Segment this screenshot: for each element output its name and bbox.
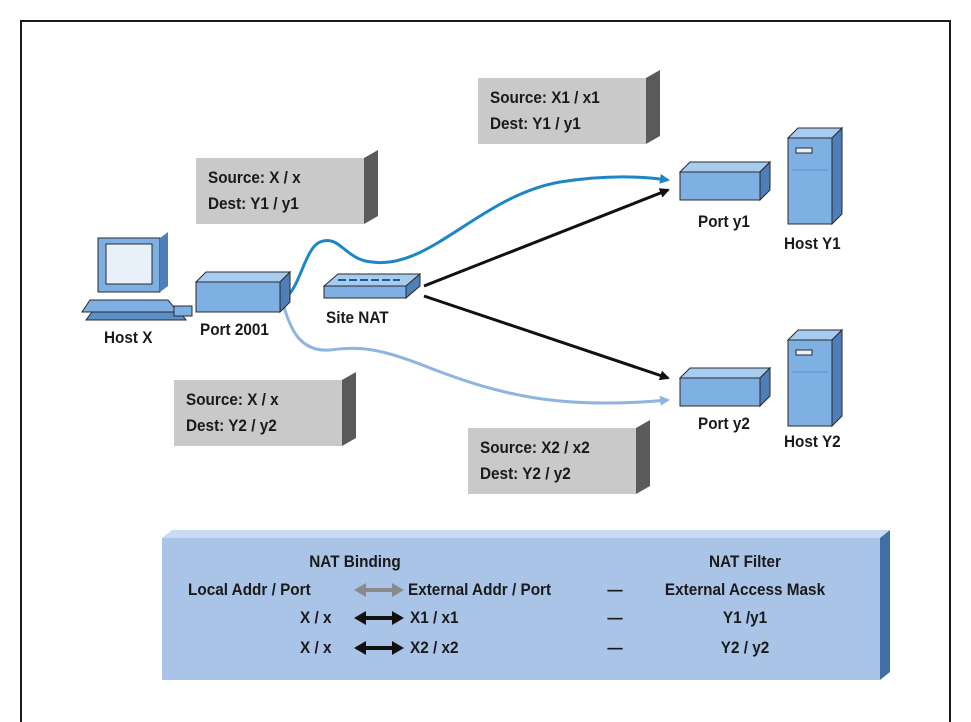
nat-filter-title: NAT Filter [709,552,781,571]
box-top-right-dest: Dest: Y1 / y1 [490,114,581,133]
row1-dash: — [607,608,623,627]
row2-local: X / x [300,638,332,657]
row1-mask: Y1 /y1 [722,608,768,627]
box-bottom-right-shape [468,420,650,494]
box-bottom-right-dest: Dest: Y2 / y2 [480,464,571,483]
box-top-left-source: Source: X / x [208,168,301,187]
header-dash: — [607,580,623,599]
box-bottom-left-dest: Dest: Y2 / y2 [186,416,277,435]
host-y1-server-icon [786,126,844,226]
row2-dash: — [607,638,623,657]
host-y2-server-icon [786,328,844,428]
nat-binding-title: NAT Binding [309,552,401,571]
link-lightblue-to-y2 [280,299,670,406]
port-y1-label: Port y1 [698,212,750,231]
arrow-nat-to-y2 [423,294,670,381]
port-2001-device-icon [194,270,292,314]
box-top-right-shape [478,70,660,144]
external-header: External Addr / Port [408,580,552,599]
port-2001-label: Port 2001 [200,320,269,339]
port-y1-device-icon [678,160,772,202]
box-bottom-right-source: Source: X2 / x2 [480,438,590,457]
row1-external: X1 / x1 [410,608,459,627]
row1-local: X / x [300,608,332,627]
table-row1-double-arrow-icon [354,611,404,625]
link-blue-to-y1 [284,173,670,300]
port-y2-device-icon [678,366,772,408]
nat-table-panel [162,530,890,680]
host-y2-label: Host Y2 [784,432,841,451]
host-x-label: Host X [104,328,153,347]
box-top-right-source: Source: X1 / x1 [490,88,600,107]
box-top-left-dest: Dest: Y1 / y1 [208,194,299,213]
box-top-left-shape [196,150,378,224]
site-nat-label: Site NAT [326,308,389,327]
table-row2-double-arrow-icon [354,641,404,655]
local-header: Local Addr / Port [188,580,311,599]
host-y1-label: Host Y1 [784,234,841,253]
site-nat-router-icon [322,272,422,300]
row2-mask: Y2 / y2 [720,638,770,657]
table-header-double-arrow-icon [354,583,404,597]
arrow-nat-to-y1 [423,188,670,288]
figure-frame [20,20,951,722]
box-bottom-left-source: Source: X / x [186,390,279,409]
port-y2-label: Port y2 [698,414,750,433]
row2-external: X2 / x2 [410,638,459,657]
mask-header: External Access Mask [664,580,826,599]
host-x-computer-icon [81,232,193,321]
box-bottom-left-shape [174,372,356,446]
